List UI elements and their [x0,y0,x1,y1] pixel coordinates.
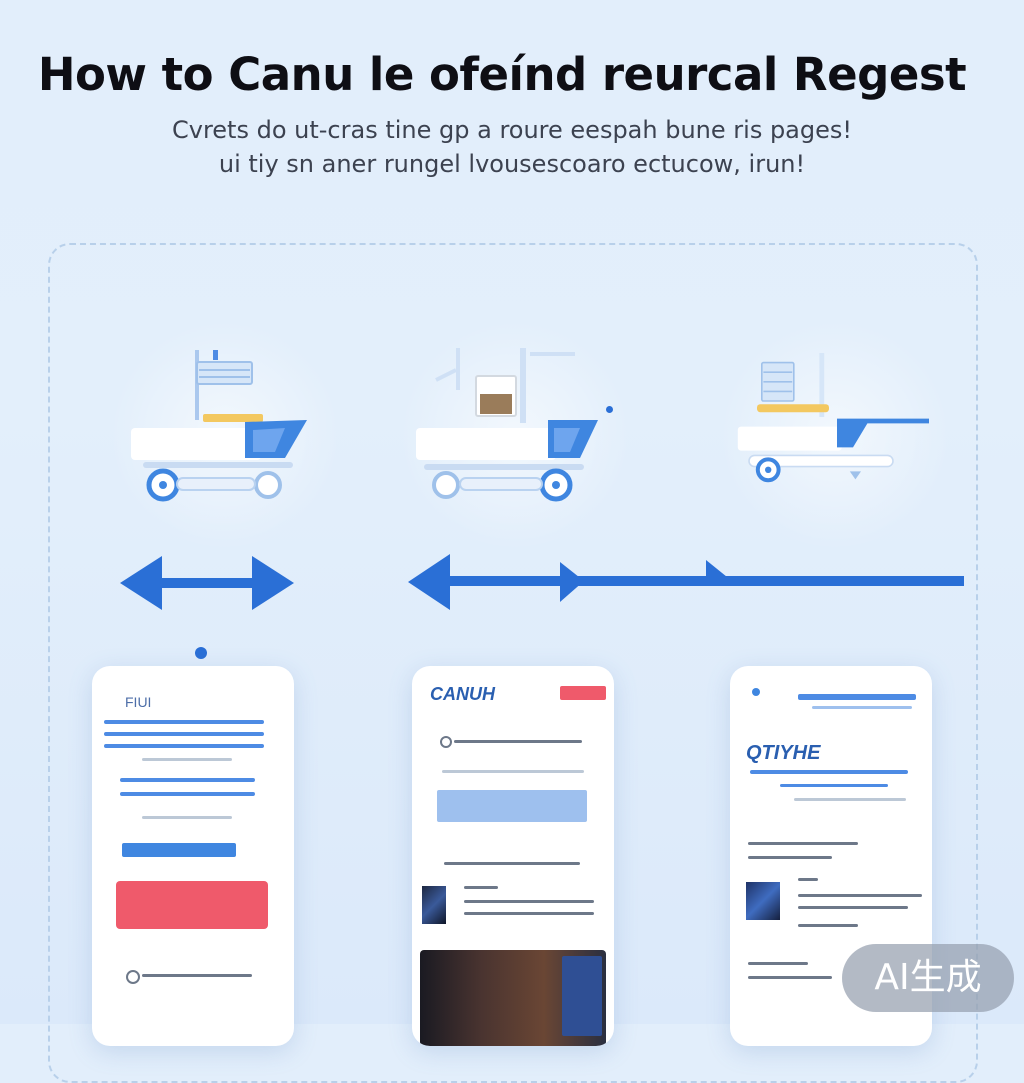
thumbnail-image [422,886,446,924]
text-line [750,770,908,774]
text-line [444,862,580,865]
phone-screen-1: FIUI [92,666,294,1046]
text-line [748,962,808,965]
long-arrow-icon [408,554,964,610]
blue-bar [122,843,236,857]
phone-1-heading: FIUI [125,694,152,710]
page-subtitle-line-2: ui tiy sn aner rungel lvousescoaro ectuc… [218,150,806,178]
text-line [120,778,255,782]
delivery-cart-icon [131,350,307,502]
phone-2-heading: CANUH [430,684,495,704]
text-line [142,974,252,977]
text-line [812,706,912,709]
text-line [104,720,264,724]
text-line [142,758,232,761]
red-tag [560,686,606,700]
media-panel [562,956,602,1036]
text-line [798,906,908,909]
drop-icon [752,688,760,696]
delivery-cart-icon [416,348,598,502]
alert-button[interactable] [116,881,268,929]
text-line [104,744,264,748]
text-line [798,924,858,927]
double-arrow-icon [120,556,294,610]
text-line [798,894,922,897]
text-line [748,976,832,979]
ai-generated-badge: AI生成 [842,944,1014,1012]
text-line [464,900,594,903]
text-line [454,740,582,743]
text-line [798,694,916,700]
text-line [794,798,906,801]
page-subtitle-line-1: Cvrets do ut-cras tine gp a roure eespah… [171,116,853,144]
text-line [120,792,255,796]
text-line [780,784,888,787]
text-line [442,770,584,773]
text-line [798,878,818,881]
search-field[interactable] [437,790,587,822]
phone-screen-2: CANUH [412,666,614,1046]
text-line [104,732,264,736]
info-icon [126,970,140,984]
dot [606,406,613,413]
info-icon [440,736,452,748]
text-line [464,886,498,889]
text-line [142,816,232,819]
dot [195,647,207,659]
text-line [748,856,832,859]
delivery-cart-icon [737,353,929,483]
phone-3-heading: QTIYHE [746,742,821,764]
text-line [748,842,858,845]
thumbnail-image [746,882,780,920]
page-title: How to Canu le ofeínd reurcal Regest [37,48,967,101]
text-line [464,912,594,915]
